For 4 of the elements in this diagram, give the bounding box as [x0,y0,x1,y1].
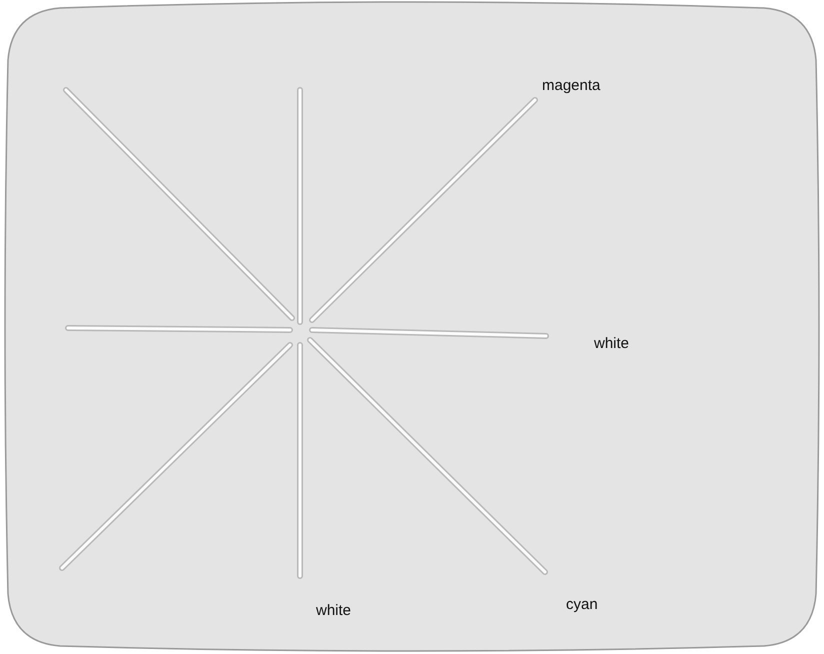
color-label: magenta [542,77,600,94]
color-label: white [594,335,630,352]
color-label: cyan [566,596,598,613]
color-label: white [316,602,352,619]
